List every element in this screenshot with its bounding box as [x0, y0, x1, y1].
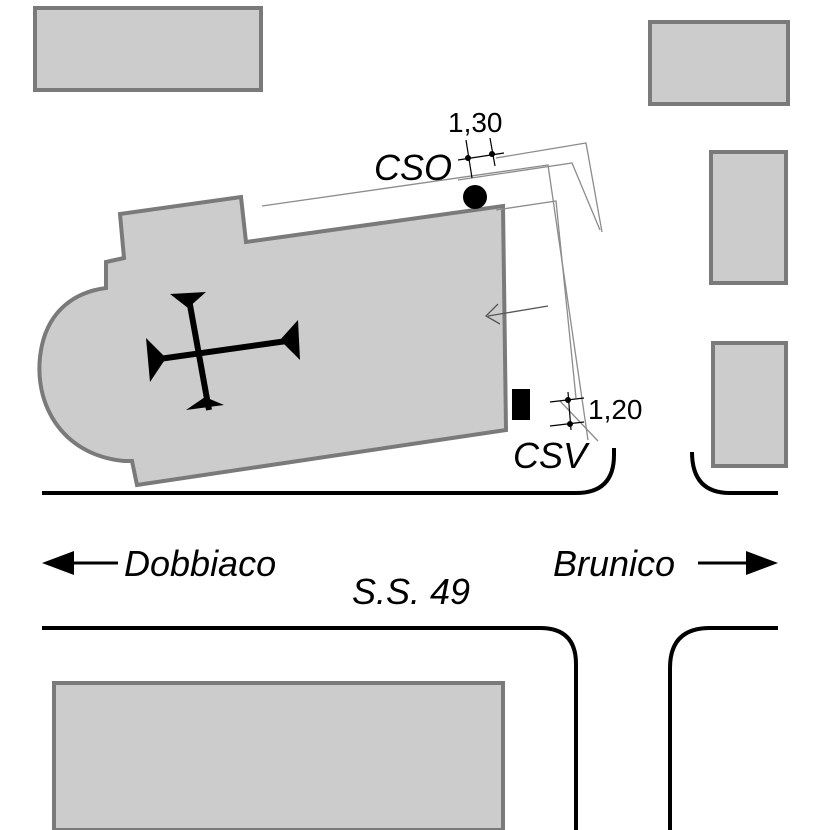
- dimension-right: [549, 391, 585, 431]
- csv-marker-icon: [512, 389, 530, 420]
- facade-openings: [505, 217, 523, 381]
- building-bottom: [52, 681, 505, 830]
- road-north-edge-west: [42, 448, 616, 495]
- road-south-edge-east: [668, 626, 778, 830]
- dimension-top: [457, 137, 505, 179]
- building-top-left: [33, 6, 263, 92]
- cso-label: CSO: [374, 147, 452, 188]
- arrow-left-icon: [484, 303, 549, 325]
- csv-label: CSV: [513, 435, 590, 476]
- east-direction-label: Brunico: [553, 543, 675, 584]
- west-direction-label: Dobbiaco: [124, 543, 276, 584]
- arrow-right-icon: [698, 551, 778, 575]
- road-north-edge-east: [690, 451, 778, 495]
- road-south-edge-west: [42, 626, 578, 830]
- building-top-right: [648, 20, 790, 106]
- dimension-top-label: 1,30: [448, 107, 503, 138]
- road-name-label: S.S. 49: [352, 571, 470, 612]
- building-right-upper: [709, 150, 788, 285]
- dimension-right-label: 1,20: [588, 394, 643, 425]
- cso-marker-icon: [463, 185, 487, 209]
- building-right-lower: [711, 341, 788, 468]
- church-cross-icon: [146, 292, 300, 411]
- cable-route: [261, 142, 603, 442]
- arrow-left-icon: [42, 551, 118, 575]
